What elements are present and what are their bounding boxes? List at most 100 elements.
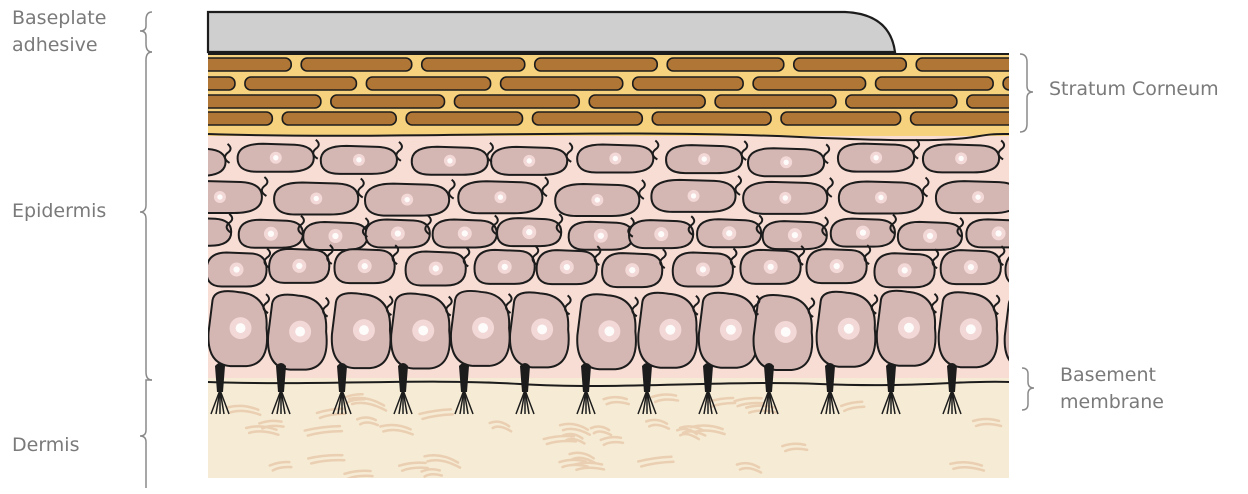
- nucleus-highlight: [362, 263, 368, 269]
- nucleus-highlight: [995, 230, 1001, 236]
- nucleus-highlight: [1033, 265, 1039, 271]
- nucleus-highlight: [726, 230, 732, 236]
- nucleus-highlight: [526, 229, 532, 235]
- basement-label-line2: membrane: [1060, 389, 1164, 416]
- keratinocyte-cell: [1005, 295, 1064, 370]
- nucleus-highlight: [726, 325, 736, 335]
- nucleus-highlight: [629, 267, 635, 273]
- corneocyte-cell: [794, 58, 906, 71]
- nucleus-highlight: [418, 326, 428, 336]
- cell-junction: [1064, 247, 1070, 266]
- epidermis-label: Epidermis: [12, 198, 106, 225]
- nucleus-highlight: [691, 193, 696, 198]
- nucleus-highlight: [878, 195, 883, 200]
- nucleus-highlight: [537, 324, 547, 334]
- nucleus-highlight: [966, 324, 976, 334]
- nucleus-highlight: [595, 197, 600, 202]
- nucleus-highlight: [433, 265, 439, 271]
- basement-membrane-bracket: [1022, 368, 1034, 410]
- nucleus-highlight: [904, 323, 914, 333]
- nucleus-highlight: [1047, 156, 1052, 161]
- nucleus-highlight: [927, 233, 933, 239]
- corneocyte-cell: [454, 95, 579, 108]
- nucleus-highlight: [273, 155, 278, 160]
- corneocyte-cell: [876, 77, 994, 90]
- baseplate-adhesive-layer: [208, 12, 895, 52]
- nucleus-highlight: [314, 196, 319, 201]
- nucleus-highlight: [332, 233, 338, 239]
- nucleus-highlight: [233, 266, 239, 272]
- nucleus-highlight: [564, 264, 570, 270]
- nucleus-highlight: [196, 229, 202, 235]
- corneocyte-cell: [532, 112, 642, 125]
- cell-nucleus: [1029, 261, 1043, 275]
- corneocyte-cell: [198, 95, 321, 108]
- epidermis-bracket: [140, 52, 152, 380]
- keratinocyte-cell: [149, 148, 225, 176]
- stratum-corneum-label: Stratum Corneum: [1049, 76, 1219, 103]
- corneocyte-cell: [422, 58, 525, 71]
- dermis-label: Dermis: [12, 432, 79, 459]
- baseplate-label-line1: Baseplate: [12, 5, 106, 32]
- nucleus-highlight: [395, 230, 401, 236]
- corneocyte-cell: [148, 112, 272, 125]
- basement-membrane-label: Basement membrane: [1060, 362, 1164, 416]
- keratinocyte-cell: [1011, 145, 1087, 173]
- nucleus-highlight: [359, 325, 369, 335]
- corneocyte-cell: [916, 58, 1039, 71]
- nucleus-highlight: [781, 327, 791, 337]
- nucleus-highlight: [834, 263, 840, 269]
- corneocyte-cell: [178, 58, 291, 71]
- corneocyte-cell: [667, 58, 784, 71]
- corneocyte-cell: [118, 77, 235, 90]
- cell-junction: [1087, 141, 1093, 160]
- nucleus-highlight: [296, 263, 302, 269]
- cell-junction: [1060, 298, 1066, 317]
- nucleus-highlight: [860, 229, 866, 235]
- corneocyte-cell: [911, 112, 1024, 125]
- nucleus-highlight: [447, 158, 452, 163]
- cell-nucleus: [192, 225, 206, 239]
- cell-junction: [1026, 215, 1032, 234]
- nucleus-highlight: [873, 155, 878, 160]
- nucleus-highlight: [236, 323, 246, 333]
- corneocyte-cell: [589, 95, 705, 108]
- nucleus-highlight: [783, 160, 788, 165]
- corneocyte-cell: [406, 112, 522, 125]
- cell-nucleus: [182, 156, 194, 168]
- corneocyte-cell: [301, 58, 412, 71]
- corneocyte-cell: [846, 95, 957, 108]
- nucleus-highlight: [783, 195, 788, 200]
- nucleus-highlight: [792, 232, 798, 238]
- baseplate-bracket: [140, 12, 152, 52]
- dermis-bracket: [140, 380, 152, 488]
- nucleus-highlight: [958, 156, 963, 161]
- cell-junction: [1020, 177, 1026, 196]
- corneocyte-cell: [535, 58, 657, 71]
- nucleus-highlight: [968, 264, 974, 270]
- keratinocyte-cell: [167, 218, 231, 246]
- corneocyte-cell: [501, 77, 623, 90]
- stratum-corneum-bracket: [1020, 54, 1033, 132]
- cell-nucleus: [1026, 321, 1048, 343]
- corneocyte-cell: [753, 77, 865, 90]
- corneocyte-cell: [366, 77, 490, 90]
- corneocyte-cell: [652, 112, 771, 125]
- nucleus-highlight: [613, 156, 618, 161]
- nucleus-highlight: [768, 264, 774, 270]
- nucleus-highlight: [404, 197, 409, 202]
- nucleus-highlight: [700, 266, 706, 272]
- corneocyte-cell: [245, 77, 356, 90]
- basement-label-line1: Basement: [1060, 362, 1164, 389]
- nucleus-highlight: [702, 156, 707, 161]
- cell-nucleus: [1043, 153, 1055, 165]
- nucleus-highlight: [478, 323, 488, 333]
- nucleus-highlight: [902, 267, 908, 273]
- corneocyte-cell: [781, 112, 901, 125]
- nucleus-highlight: [268, 231, 274, 237]
- nucleus-highlight: [462, 230, 468, 236]
- nucleus-highlight: [658, 231, 664, 237]
- baseplate-adhesive-label: Baseplate adhesive: [12, 5, 106, 59]
- nucleus-highlight: [527, 158, 532, 163]
